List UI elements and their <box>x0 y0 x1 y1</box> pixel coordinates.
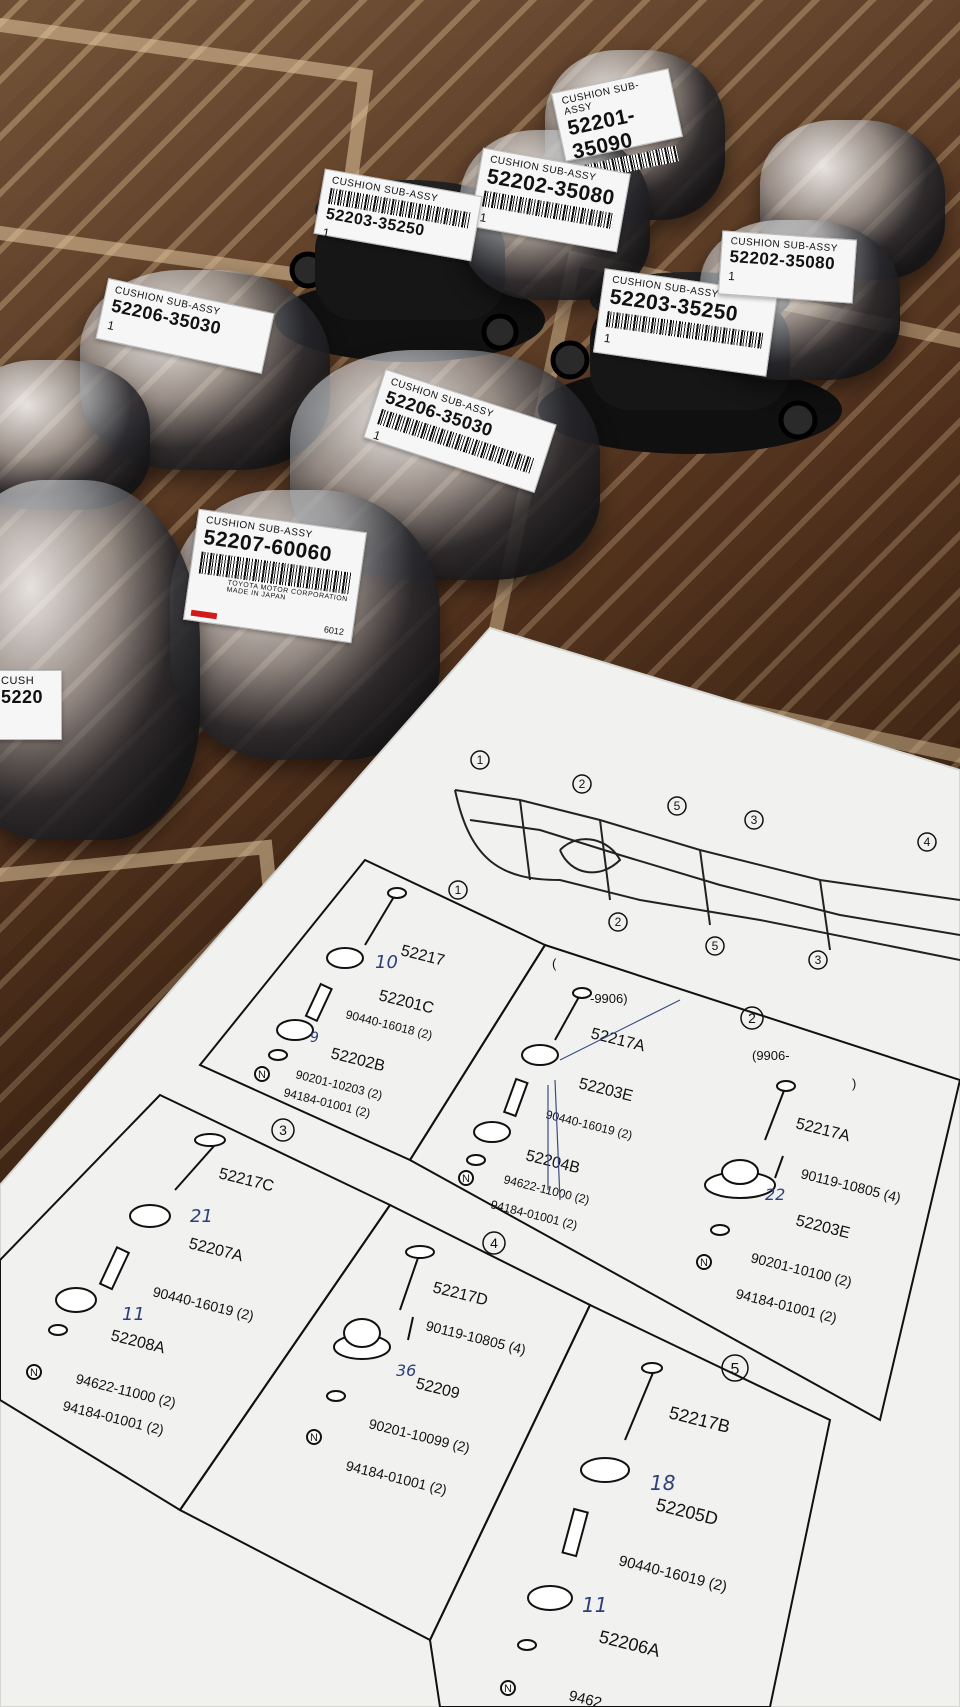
callout-num: 3 <box>751 813 758 827</box>
handwritten-qty: 11 <box>582 1593 607 1617</box>
handwritten-qty: 10 <box>375 952 398 973</box>
section-number: 3 <box>279 1122 287 1138</box>
handwritten-qty: 18 <box>650 1471 675 1495</box>
callout-num: 1 <box>477 753 484 767</box>
handwritten-qty: 11 <box>122 1304 145 1325</box>
date-range-right: (9906- <box>752 1048 790 1063</box>
handwritten-qty: 21 <box>190 1206 213 1227</box>
part-label-partial: CUSH 5220 <box>0 670 62 740</box>
handwritten-notes: 10 9 22 21 11 36 18 11 <box>122 952 785 1617</box>
callout-num: 2 <box>579 777 586 791</box>
section-borders <box>0 858 960 1707</box>
date-range-open: ( <box>552 956 557 971</box>
handwritten-qty: 9 <box>310 1030 319 1046</box>
handwritten-qty: 22 <box>765 1185 785 1204</box>
label-subtitle: CUSH <box>1 675 35 687</box>
callout-num: 4 <box>924 835 931 849</box>
frame-callouts <box>448 750 937 970</box>
part-glyphs <box>26 887 796 1696</box>
part-number: 9462 <box>567 1687 603 1707</box>
nut-symbol: N <box>258 1069 266 1081</box>
section-number: 2 <box>748 1010 756 1026</box>
nut-symbol: N <box>310 1432 318 1444</box>
bagged-part <box>0 480 200 840</box>
nut-symbols: N N N N N N <box>30 1069 708 1695</box>
callout-num: 5 <box>674 799 681 813</box>
label-part-number: 5220 <box>1 687 44 707</box>
section-numbers: 2 3 4 5 <box>271 1006 764 1382</box>
callout-num: 5 <box>712 939 719 953</box>
section-number: 5 <box>731 1361 740 1378</box>
nut-symbol: N <box>504 1683 512 1695</box>
date-ranges: ( -9906) (9906- ) <box>552 956 856 1091</box>
callout-num: 1 <box>455 883 462 897</box>
pen-strikes <box>547 999 681 1201</box>
nut-symbol: N <box>700 1257 708 1269</box>
handwritten-qty: 36 <box>396 1361 416 1380</box>
nut-symbol: N <box>30 1367 38 1379</box>
frame-sketch <box>454 789 960 961</box>
section-number: 4 <box>490 1235 498 1251</box>
nut-symbol: N <box>462 1173 470 1185</box>
date-range-close: ) <box>852 1076 856 1091</box>
callout-num: 3 <box>815 953 822 967</box>
frame-callout-numbers: 1 2 5 3 4 1 2 5 3 <box>455 753 931 967</box>
date-range-left: -9906) <box>590 991 628 1006</box>
callout-num: 2 <box>615 915 622 929</box>
